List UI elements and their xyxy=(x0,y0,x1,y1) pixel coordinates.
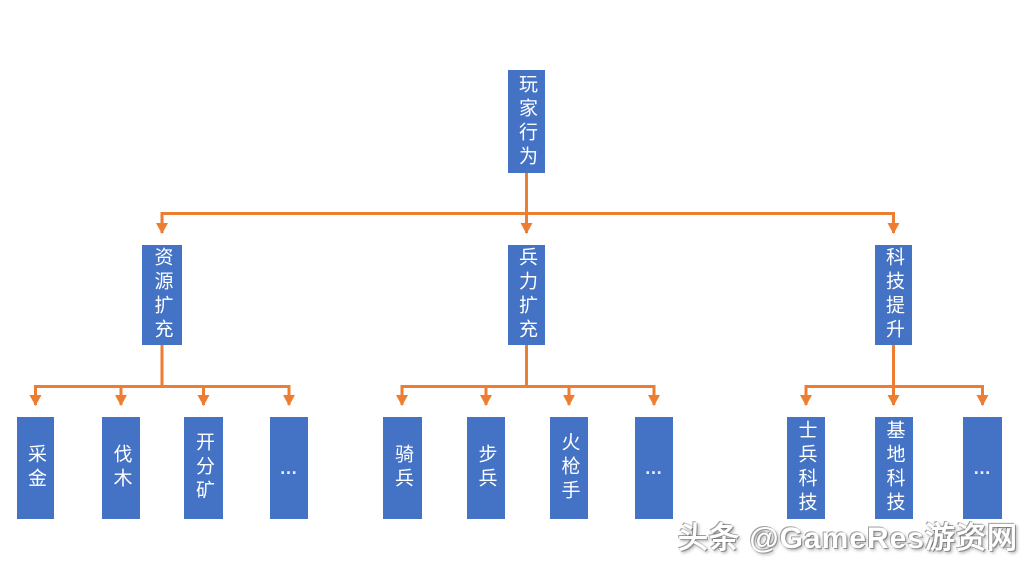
node-cavalry: 骑兵 xyxy=(383,417,422,519)
node-expansion-mine: 开分矿 xyxy=(184,417,223,519)
node-logging: 伐木 xyxy=(102,417,140,519)
watermark: 头条 @GameRes游资网 xyxy=(677,522,1018,555)
node-resource-ellipsis: … xyxy=(270,417,308,519)
node-base-tech: 基地科技 xyxy=(875,417,913,519)
node-soldier-tech: 士兵科技 xyxy=(787,417,825,519)
node-tech-ellipsis: … xyxy=(963,417,1002,519)
node-infantry: 步兵 xyxy=(467,417,505,519)
node-player-behavior: 玩家行为 xyxy=(508,70,545,173)
node-troop-expansion: 兵力扩充 xyxy=(508,245,545,345)
node-tech-upgrade: 科技提升 xyxy=(875,245,912,345)
node-troop-ellipsis: … xyxy=(635,417,673,519)
node-musketeer: 火枪手 xyxy=(550,417,588,519)
node-resource-expansion: 资源扩充 xyxy=(142,245,182,345)
node-gold-mining: 采金 xyxy=(17,417,54,519)
